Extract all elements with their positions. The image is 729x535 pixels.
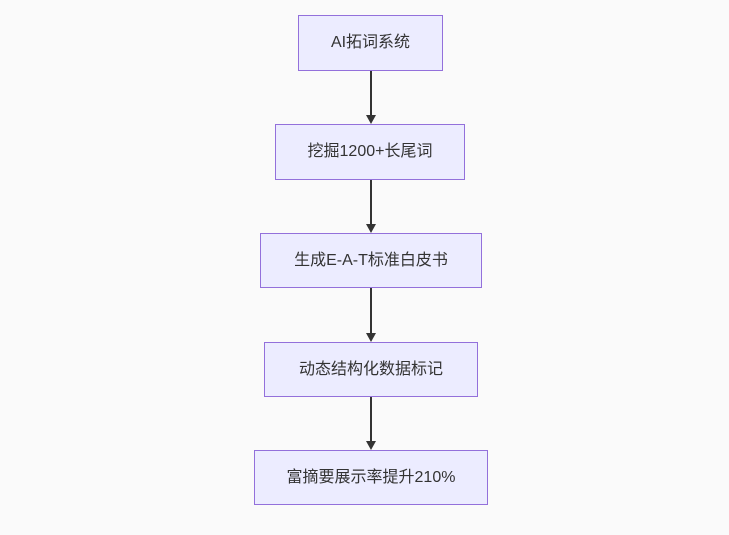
- arrow-shaft: [370, 288, 372, 333]
- arrowhead-icon: [366, 224, 376, 233]
- arrow-down-icon: [365, 71, 377, 124]
- flow-node-eat-whitepaper: 生成E-A-T标准白皮书: [260, 233, 482, 288]
- arrow-down-icon: [365, 288, 377, 342]
- flow-node-label: 动态结构化数据标记: [298, 360, 443, 378]
- arrow-shaft: [370, 71, 372, 115]
- arrow-down-icon: [365, 397, 377, 450]
- arrowhead-icon: [366, 115, 376, 124]
- arrow-shaft: [370, 397, 372, 441]
- flow-node-structured-data: 动态结构化数据标记: [264, 342, 478, 397]
- arrowhead-icon: [366, 333, 376, 342]
- flow-node-rich-snippet-result: 富摘要展示率提升210%: [254, 450, 488, 505]
- flow-node-label: 富摘要展示率提升210%: [286, 468, 456, 486]
- flow-node-label: 挖掘1200+长尾词: [307, 143, 433, 160]
- flow-node-ai-word-system: AI拓词系统: [298, 15, 443, 71]
- flow-node-label: AI拓词系统: [330, 34, 411, 51]
- arrowhead-icon: [366, 441, 376, 450]
- arrow-down-icon: [365, 180, 377, 233]
- flow-node-label: 生成E-A-T标准白皮书: [294, 251, 448, 269]
- arrow-shaft: [370, 180, 372, 224]
- flow-node-longtail-mining: 挖掘1200+长尾词: [275, 124, 465, 180]
